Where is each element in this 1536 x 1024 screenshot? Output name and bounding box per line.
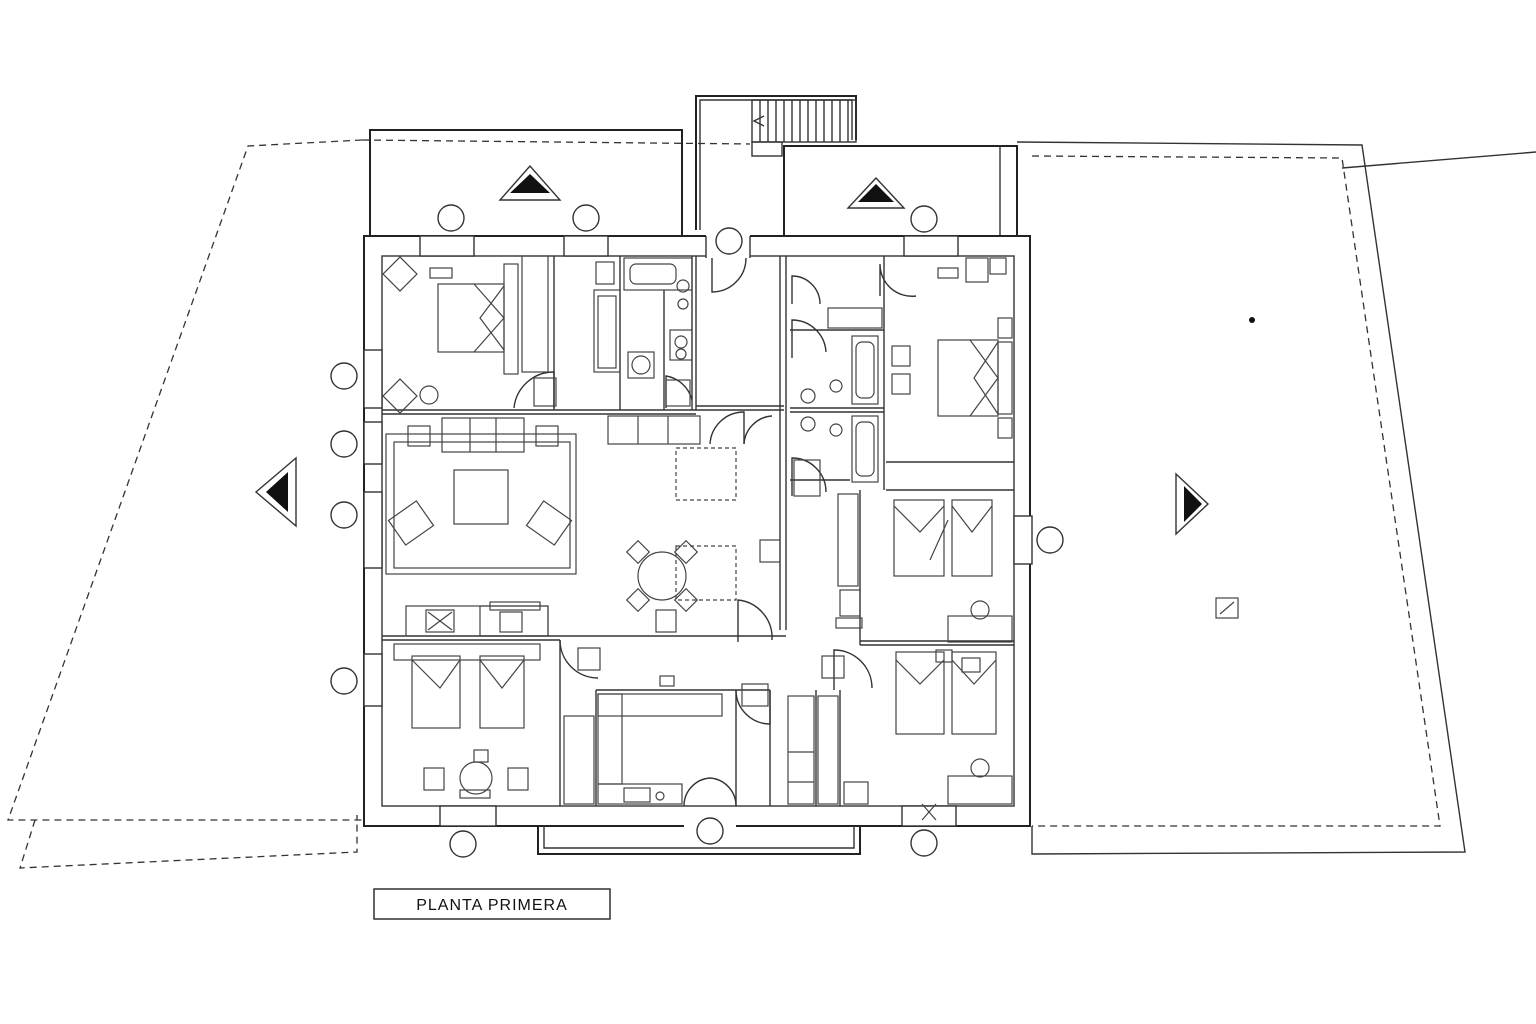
site-outlines <box>7 139 1536 869</box>
bottom-balcony <box>537 822 861 855</box>
plan-title: PLANTA PRIMERA <box>416 897 568 914</box>
right-balcony <box>783 145 1018 236</box>
doors <box>513 257 917 807</box>
title-block: PLANTA PRIMERA <box>373 888 611 920</box>
triangle-marker-icon <box>254 164 1210 536</box>
outer-wall <box>363 235 1031 827</box>
right-terrace-outer <box>1016 141 1466 855</box>
furniture <box>382 255 1239 821</box>
stair-treads <box>751 99 857 157</box>
left-terrace-lower <box>19 815 358 869</box>
top-dashed-line <box>361 139 751 145</box>
upper-structures <box>369 95 1018 236</box>
survey-point <box>1249 317 1255 323</box>
left-terrace-outline <box>7 139 363 821</box>
partitions <box>382 256 1014 806</box>
windows <box>363 235 1033 827</box>
left-balcony <box>369 129 683 236</box>
site-boundary-line <box>1341 151 1536 169</box>
building-walls <box>363 232 1031 827</box>
circle-marker-icon <box>330 204 1064 858</box>
right-terrace-inner <box>1031 155 1441 827</box>
